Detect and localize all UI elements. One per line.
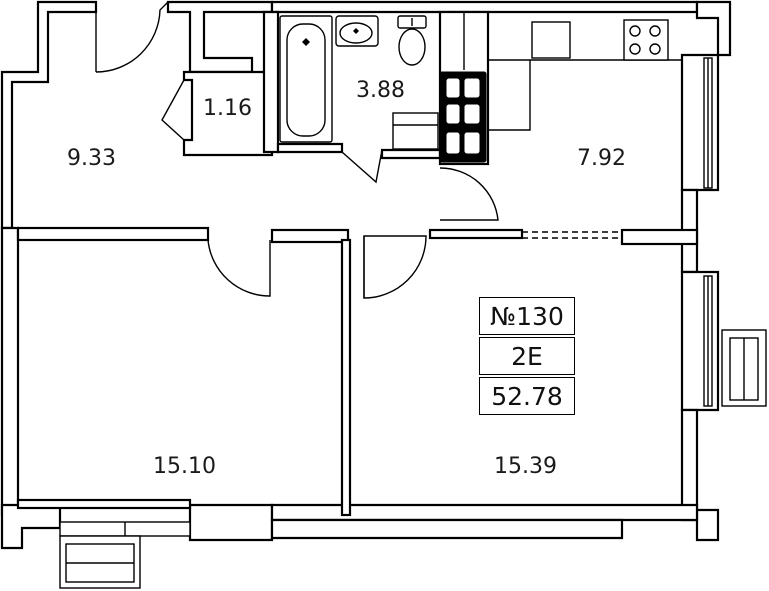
washing-machine [392, 112, 439, 150]
bathroom-fixtures [279, 15, 439, 184]
wall-top-left [0, 0, 98, 230]
windows-right [703, 57, 713, 407]
wall-top-right-corner [695, 0, 732, 57]
closet-door [161, 79, 185, 141]
wall-kitchen-bedroom-right [620, 228, 699, 246]
wall-top-right [270, 0, 699, 14]
wall-bottom-right-lower [270, 518, 624, 540]
wall-bottom-right-corner [695, 508, 720, 542]
vent-ducts [439, 71, 487, 163]
balcony-bottom [59, 521, 191, 589]
wall-bedroom-left-bottom [16, 498, 192, 510]
wall-bottom-right [270, 503, 699, 522]
apartment-number: №130 [479, 297, 575, 335]
apartment-type: 2Е [479, 337, 575, 375]
wall-hall-bedroom-left [16, 226, 210, 242]
kitchen-sink [531, 21, 571, 59]
doors [95, 1, 622, 299]
wall-bottom-left [0, 503, 62, 550]
wall-bottom-center [188, 503, 274, 542]
apartment-info-box: №130 2Е 52.78 [479, 297, 577, 417]
bedroom-right-door [363, 235, 427, 299]
wall-right-bottom [680, 408, 699, 522]
bathroom-door [341, 149, 383, 184]
wall-hall-bedroom-mid [270, 228, 350, 244]
wall-left [0, 226, 20, 517]
wall-between-bedrooms [340, 238, 352, 517]
wall-bathroom-bottom-right [380, 148, 442, 160]
stove [623, 19, 669, 61]
room-area-hall: 9.33 [67, 146, 116, 171]
entrance-door [95, 1, 169, 73]
room-area-closet: 1.16 [203, 96, 252, 121]
wall-bathroom-left [262, 10, 280, 154]
kitchen-door [439, 167, 499, 221]
room-area-bedroom-right: 15.39 [494, 454, 557, 479]
wall-kitchen-bedroom [428, 228, 524, 240]
room-area-kitchen: 7.92 [577, 146, 626, 171]
wall-bathroom-bottom [276, 142, 344, 154]
room-area-bathroom: 3.88 [356, 78, 405, 103]
room-area-bedroom-left: 15.10 [153, 454, 216, 479]
bedroom-left-door [207, 239, 271, 297]
apartment-total-area: 52.78 [479, 377, 575, 415]
balcony-right [721, 329, 767, 407]
kitchen-fixtures [487, 12, 682, 131]
wall-top-center [166, 0, 274, 74]
